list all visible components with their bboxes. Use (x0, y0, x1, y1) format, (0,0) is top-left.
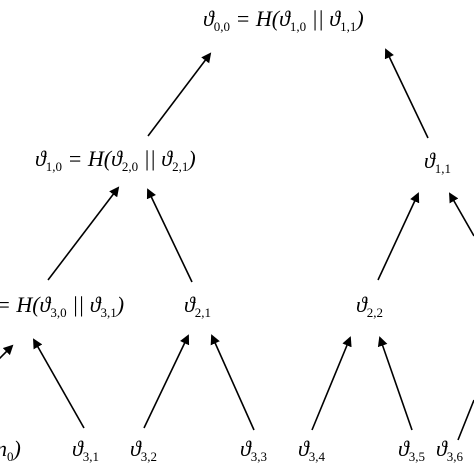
edge-36-partial (457, 399, 474, 441)
edge-31-to-20 (33, 338, 85, 429)
edge-22-to-11 (377, 192, 420, 281)
node-1-1: ϑ1,1 (424, 148, 452, 176)
edge-23-to-11 (449, 192, 474, 237)
edge-35-to-22 (377, 336, 413, 431)
node-3-2: ϑ3,2 (130, 436, 158, 464)
node-2-1: ϑ2,1 (184, 292, 212, 320)
node-3-4: ϑ3,4 (298, 436, 326, 464)
node-2-0: = H(ϑ3,0 || ϑ3,1) (0, 292, 125, 320)
edge-leaf-to-20 (0, 344, 14, 360)
edge-33-to-21 (210, 334, 255, 431)
edge-34-to-22 (311, 336, 352, 431)
node-3-3: ϑ3,3 (240, 436, 268, 464)
node-1-0: ϑ1,0 = H(ϑ2,0 || ϑ2,1) (35, 146, 196, 174)
edge-10-to-00 (147, 52, 212, 137)
node-3-6: ϑ3,6 (436, 436, 464, 464)
node-3-1: ϑ3,1 (72, 436, 100, 464)
leaf-m0: n0) (0, 436, 21, 464)
edge-21-to-10 (146, 188, 193, 283)
edge-32-to-21 (143, 334, 190, 429)
node-3-5: ϑ3,5 (398, 436, 426, 464)
node-0-0: ϑ0,0 = H(ϑ1,0 || ϑ1,1) (203, 6, 364, 34)
node-2-2: ϑ2,2 (356, 292, 384, 320)
edge-11-to-00 (384, 48, 429, 139)
edge-20-to-10 (47, 186, 120, 281)
